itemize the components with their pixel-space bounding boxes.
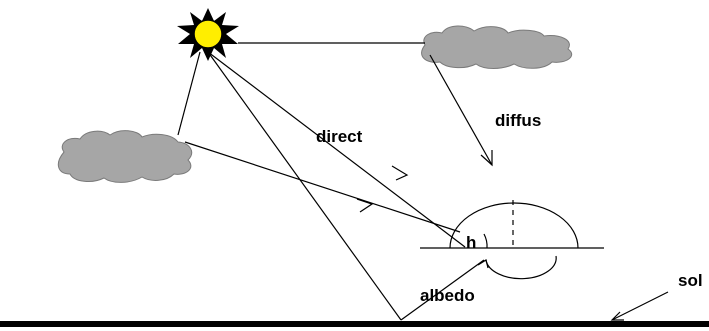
cloud-diffuse-arrowhead bbox=[356, 198, 374, 213]
elevation-angle-arc bbox=[483, 233, 488, 249]
sun-to-left-cloud-line bbox=[177, 51, 201, 136]
sol-pointer-arrowhead bbox=[610, 311, 624, 321]
diffus-label: diffus bbox=[495, 111, 542, 130]
diffus-ray-arrowhead bbox=[480, 150, 493, 167]
albedo-arc-arrowhead bbox=[477, 259, 489, 269]
sun-icon bbox=[177, 8, 239, 61]
sol-label: sol bbox=[678, 271, 703, 290]
direct-ray-arrowhead bbox=[391, 165, 409, 181]
diffus-ray bbox=[429, 54, 493, 166]
reflected-ray bbox=[400, 259, 485, 321]
ground-line bbox=[0, 321, 709, 327]
albedo-label: albedo bbox=[420, 286, 475, 305]
albedo-arc bbox=[485, 255, 557, 280]
cloud-diffuse-ray bbox=[184, 141, 461, 233]
cloud-icon bbox=[57, 130, 193, 183]
sun-to-ground-ray bbox=[207, 51, 402, 321]
cloud-icon bbox=[421, 25, 573, 69]
direct-ray bbox=[207, 51, 466, 248]
receiver-hemisphere bbox=[449, 202, 579, 249]
sol-pointer bbox=[611, 291, 669, 321]
angle-h-label: h bbox=[466, 233, 477, 252]
direct-label: direct bbox=[316, 127, 363, 146]
